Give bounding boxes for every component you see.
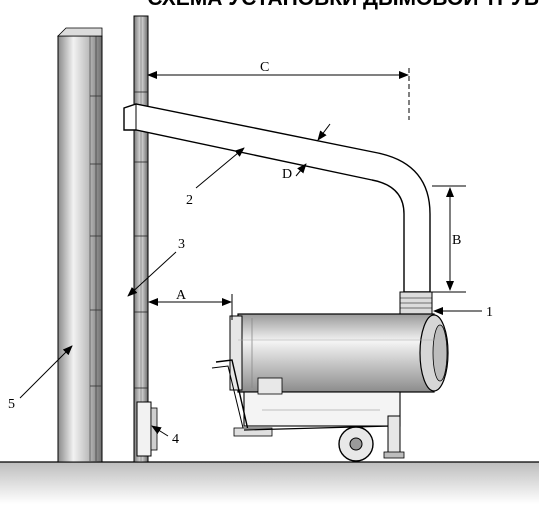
- ground-floor: [0, 462, 539, 504]
- callout-1: 1: [486, 305, 493, 320]
- dimension-d: [295, 123, 331, 177]
- diagram-title: СХЕМА УСТАНОВКИ ДЫМОВОЙ ТРУБ: [0, 0, 539, 11]
- wall-bracket: [136, 401, 158, 457]
- inner-wall-post: [133, 15, 149, 463]
- callout-3: 3: [178, 237, 185, 252]
- label-b: B: [452, 233, 461, 248]
- outer-wall: [57, 27, 103, 463]
- dimension-a: [148, 294, 233, 320]
- callout-4-leader: [151, 425, 169, 437]
- callout-5: 5: [8, 397, 15, 412]
- callout-5-leader: [19, 345, 73, 399]
- dimension-c: [147, 68, 410, 120]
- dimension-b: [432, 185, 466, 293]
- pipe-collar: [399, 291, 433, 315]
- label-a: A: [176, 288, 187, 303]
- label-d: D: [282, 167, 292, 182]
- callout-2: 2: [186, 193, 193, 208]
- chimney-pipe: [123, 103, 431, 293]
- label-c: C: [260, 60, 269, 75]
- callout-4: 4: [172, 432, 179, 447]
- callout-2-leader: [195, 147, 245, 189]
- heater-unit: [211, 313, 449, 462]
- callout-3-leader: [127, 251, 177, 297]
